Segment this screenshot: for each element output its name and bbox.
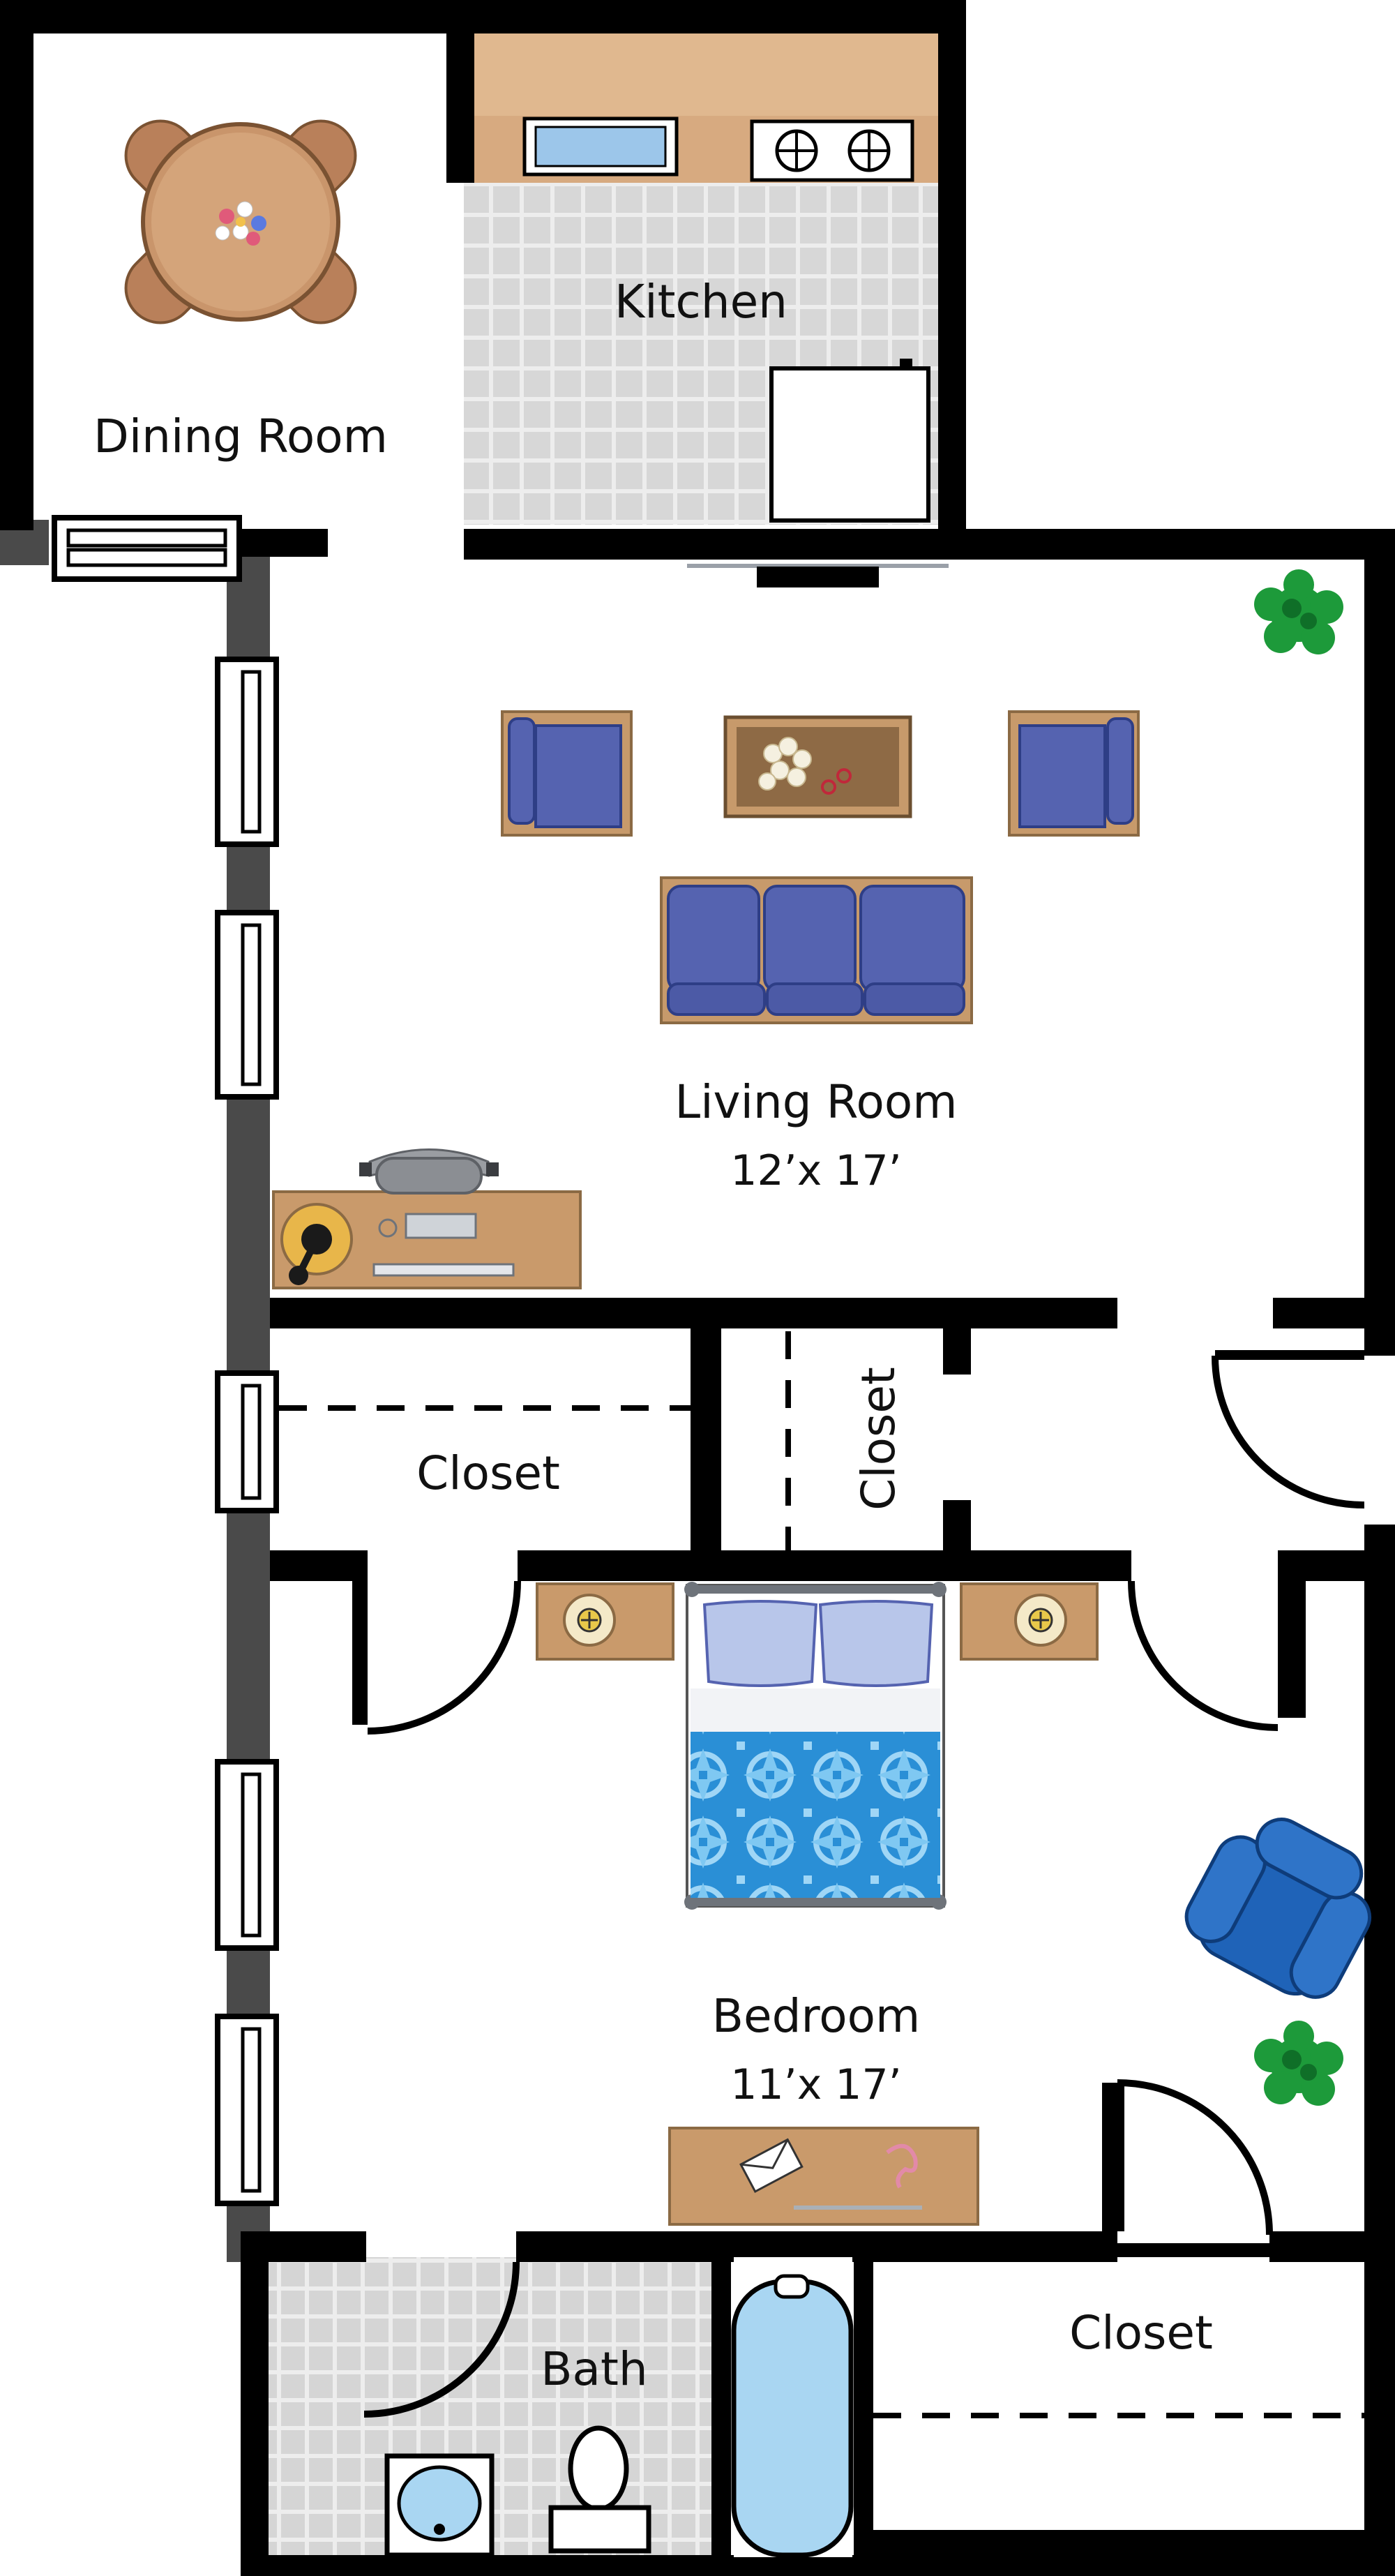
- room-size-bedroom: 11’x 17’: [730, 2060, 901, 2109]
- stove-icon: [750, 119, 914, 182]
- dining-table-icon: [124, 119, 357, 324]
- nightstand-icon: [960, 1582, 1099, 1661]
- coffee-table-icon: [723, 715, 912, 818]
- toilet-icon: [548, 2425, 651, 2554]
- door-swing-icon: [363, 1355, 1365, 2418]
- pillow-icon: [818, 1600, 934, 1687]
- room-label-bedroom: Bedroom: [712, 1989, 921, 2043]
- refrigerator-icon: [769, 359, 930, 523]
- kitchen-counter: [474, 33, 938, 183]
- window-pane: [215, 910, 279, 1100]
- kitchen-sink-icon: [522, 117, 679, 177]
- room-label-bath: Bath: [541, 2342, 647, 2396]
- armchair-icon: [1008, 710, 1140, 837]
- lounge-chair-icon: [1184, 1818, 1372, 1999]
- dresser-icon: [668, 2127, 979, 2226]
- plant-icon: [1254, 569, 1343, 654]
- room-label-living: Living Room: [674, 1075, 957, 1129]
- closet-rod: [279, 1331, 1364, 2418]
- window-pane: [215, 657, 279, 847]
- nightstand-icon: [536, 1582, 674, 1661]
- plant-icon: [1254, 2021, 1343, 2106]
- tv-icon: [687, 564, 949, 587]
- window-pane: [215, 1370, 279, 1513]
- computer-icon: [372, 1213, 515, 1277]
- flower-icon: [215, 201, 266, 246]
- armchair-icon: [501, 710, 633, 837]
- office-chair-icon: [359, 1148, 499, 1195]
- room-label-closet-middle: Closet: [852, 1367, 905, 1511]
- window-pane: [215, 1759, 279, 1951]
- room-label-dining: Dining Room: [93, 410, 388, 463]
- room-label-kitchen: Kitchen: [614, 275, 787, 329]
- window-icon: [215, 657, 279, 2206]
- room-label-closet-bottom: Closet: [1069, 2306, 1213, 2360]
- room-label-closet-left: Closet: [416, 1446, 560, 1500]
- window-icon: [52, 515, 242, 582]
- window-pane: [215, 2014, 279, 2206]
- double-bed-icon: [684, 1582, 947, 1910]
- bath-sink-icon: [384, 2453, 495, 2558]
- door-leaf: [1117, 2083, 1124, 2231]
- lamp-icon: [280, 1203, 353, 1285]
- bathtub-icon: [731, 2257, 854, 2558]
- room-size-living: 12’x 17’: [730, 1146, 901, 1195]
- sofa-icon: [660, 876, 973, 1024]
- desk-icon: [272, 1148, 582, 1289]
- pillow-icon: [702, 1600, 818, 1687]
- door-leaf: [1215, 1350, 1364, 1360]
